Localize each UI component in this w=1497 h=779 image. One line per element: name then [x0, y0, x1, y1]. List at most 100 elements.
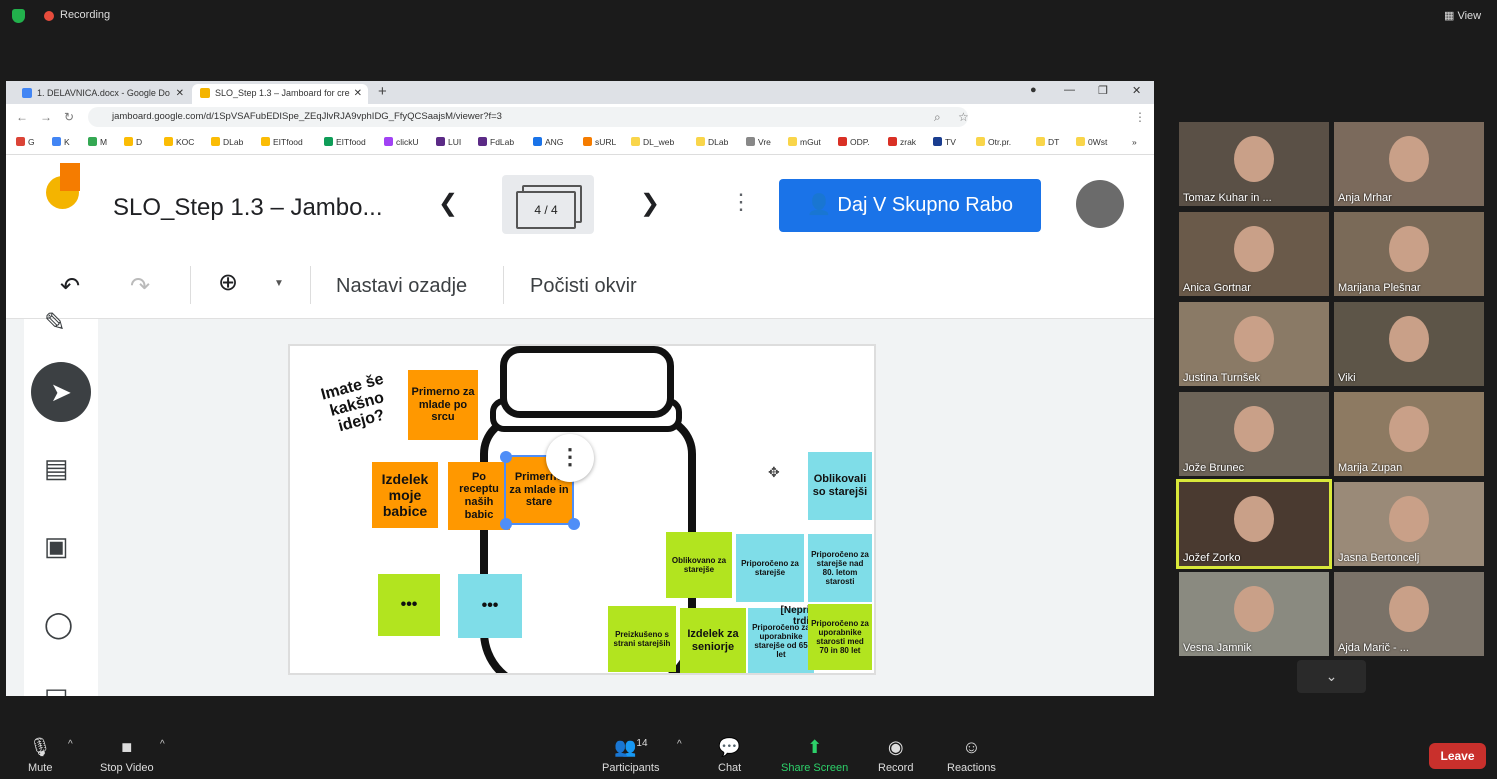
browser-tab-jamboard[interactable]: SLO_Step 1.3 – Jamboard for cre ✕ — [192, 84, 368, 104]
browser-tab-docs[interactable]: 1. DELAVNICA.docx - Google Do ✕ — [14, 84, 190, 104]
participant-tile[interactable]: Vesna Jamnik — [1179, 572, 1329, 656]
bookmark-item[interactable]: sURL — [583, 137, 616, 147]
bookmark-item[interactable]: DL_web — [631, 137, 674, 147]
account-avatar[interactable] — [1076, 180, 1124, 228]
selection-handle[interactable] — [500, 451, 512, 463]
minimize-icon[interactable]: — — [1064, 84, 1075, 96]
zoom-dropdown-icon[interactable]: ▼ — [274, 278, 284, 289]
bookmark-item[interactable]: clickU — [384, 137, 419, 147]
bookmark-item[interactable]: LUI — [436, 137, 461, 147]
bookmark-item[interactable]: 0Wst — [1076, 137, 1107, 147]
previous-frame-icon[interactable]: ❮ — [438, 190, 459, 217]
audio-options-caret-icon[interactable]: ^ — [68, 739, 73, 750]
close-tab-icon[interactable]: ✕ — [175, 88, 184, 99]
sticky-note[interactable]: ••• — [378, 574, 440, 636]
participant-tile[interactable]: Justina Turnšek — [1179, 302, 1329, 386]
new-tab-button[interactable]: + — [378, 83, 387, 100]
select-pointer-icon[interactable]: ➤ — [31, 362, 91, 422]
bookmark-item[interactable]: EITfood — [324, 137, 366, 147]
restore-icon[interactable]: ❐ — [1098, 85, 1108, 97]
participant-tile[interactable]: Anja Mrhar — [1334, 122, 1484, 206]
participant-tile-active-speaker[interactable]: Jožef Zorko — [1176, 479, 1332, 569]
sticky-note[interactable]: ••• — [458, 574, 522, 638]
share-screen-button[interactable]: ⬆Share Screen — [781, 737, 848, 774]
sticky-note[interactable]: Po receptu naših babic — [448, 462, 510, 530]
sticky-note[interactable]: Izdelek za seniorje — [680, 608, 746, 673]
sticky-note[interactable]: Primerno za mlade po srcu — [408, 370, 478, 440]
clear-frame-button[interactable]: Počisti okvir — [530, 275, 637, 297]
more-options-icon[interactable]: ⋮ — [730, 189, 752, 214]
next-page-chevron-icon[interactable]: ⌄ — [1297, 660, 1366, 693]
handwritten-question[interactable]: Imate še kakšno idejo? — [319, 370, 387, 436]
participant-tile[interactable]: Marijana Plešnar — [1334, 212, 1484, 296]
bookmark-item[interactable]: TV — [933, 137, 956, 147]
stop-video-button[interactable]: ■Stop Video — [100, 737, 154, 774]
set-background-button[interactable]: Nastavi ozadje — [336, 275, 468, 297]
bookmark-item[interactable]: mGut — [788, 137, 821, 147]
zoom-lens-icon[interactable]: ⌕ — [934, 110, 941, 124]
pen-tool-icon[interactable]: ✎ — [44, 307, 66, 337]
frame-bar-button[interactable]: 4 / 4 — [502, 175, 594, 234]
sticky-note[interactable]: Preizkušeno s strani starejših — [608, 606, 676, 672]
add-image-icon[interactable]: ▣ — [44, 531, 69, 561]
sticky-note-icon[interactable]: ▤ — [44, 453, 69, 483]
participant-tile[interactable]: Ajda Marič - ... — [1334, 572, 1484, 656]
jam-title[interactable]: SLO_Step 1.3 – Jambo... — [113, 194, 383, 221]
forward-icon[interactable]: → — [40, 110, 52, 124]
bookmark-item[interactable]: ANG — [533, 137, 563, 147]
bookmark-item[interactable]: DLab — [211, 137, 243, 147]
bookmark-item[interactable]: zrak — [888, 137, 916, 147]
video-options-caret-icon[interactable]: ^ — [160, 739, 165, 750]
circle-shape-icon[interactable]: ◯ — [44, 609, 74, 639]
bookmark-item[interactable]: M — [88, 137, 107, 147]
bookmark-item[interactable]: K — [52, 137, 70, 147]
participant-tile[interactable]: Viki — [1334, 302, 1484, 386]
sticky-note[interactable]: Izdelek moje babice — [372, 462, 438, 528]
share-button[interactable]: 👤 Daj V Skupno Rabo — [779, 179, 1041, 232]
profile-icon[interactable]: ● — [1030, 84, 1037, 96]
selection-handle[interactable] — [500, 518, 512, 530]
reload-icon[interactable]: ↻ — [64, 110, 75, 124]
next-frame-icon[interactable]: ❯ — [640, 190, 661, 217]
bookmark-item[interactable]: G — [16, 137, 35, 147]
bookmark-item[interactable]: Otr.pr. — [976, 137, 1011, 147]
undo-icon[interactable]: ↶ — [60, 273, 81, 300]
url-input[interactable]: jamboard.google.com/d/1SpVSAFubEDISpe_ZE… — [88, 107, 968, 127]
participant-tile[interactable]: Marija Zupan — [1334, 392, 1484, 476]
text-box-icon[interactable]: ▭ — [44, 677, 69, 696]
participants-caret-icon[interactable]: ^ — [677, 739, 682, 750]
record-button[interactable]: ◉Record — [878, 737, 913, 774]
leave-button[interactable]: Leave — [1429, 743, 1486, 769]
participant-tile[interactable]: Jože Brunec — [1179, 392, 1329, 476]
sticky-note[interactable]: Oblikovano za starejše — [666, 532, 732, 598]
reactions-button[interactable]: ☺Reactions — [947, 737, 996, 774]
bookmark-item[interactable]: DLab — [696, 137, 728, 147]
sticky-note[interactable]: Priporočeno za uporabnike starejše od 65… — [748, 608, 814, 673]
redo-icon[interactable]: ↷ — [130, 273, 151, 300]
sticky-menu-button[interactable]: ⋮ — [546, 434, 594, 482]
view-button[interactable]: ▦ View — [1444, 9, 1481, 22]
browser-menu-icon[interactable]: ⋮ — [1134, 110, 1146, 124]
security-shield-icon[interactable] — [12, 9, 25, 23]
bookmark-item[interactable]: KOC — [164, 137, 194, 147]
more-bookmarks-icon[interactable]: » — [1132, 137, 1137, 147]
chat-button[interactable]: 💬Chat — [718, 737, 741, 774]
close-window-icon[interactable]: ✕ — [1132, 85, 1142, 97]
jam-frame[interactable]: Imate še kakšno idejo? Primerno za mlade… — [288, 344, 876, 675]
mute-button[interactable]: 🎙Mute — [28, 737, 52, 774]
back-icon[interactable]: ← — [16, 110, 28, 124]
sticky-note[interactable]: Priporočeno za uporabnike starosti med 7… — [808, 604, 872, 670]
participant-tile[interactable]: Anica Gortnar — [1179, 212, 1329, 296]
bookmark-item[interactable]: EITfood — [261, 137, 303, 147]
bookmark-item[interactable]: D — [124, 137, 142, 147]
sticky-note[interactable]: Oblikovali so starejši — [808, 452, 872, 520]
bookmark-item[interactable]: Vre — [746, 137, 771, 147]
bookmark-item[interactable]: ODP. — [838, 137, 870, 147]
participant-tile[interactable]: Jasna Bertoncelj — [1334, 482, 1484, 566]
close-tab-icon[interactable]: ✕ — [353, 88, 362, 99]
selection-handle[interactable] — [568, 518, 580, 530]
sticky-note[interactable]: Priporočeno za starejše nad 80. letom st… — [808, 534, 872, 602]
bookmark-item[interactable]: DT — [1036, 137, 1059, 147]
sticky-note[interactable]: Priporočeno za starejše — [736, 534, 804, 602]
